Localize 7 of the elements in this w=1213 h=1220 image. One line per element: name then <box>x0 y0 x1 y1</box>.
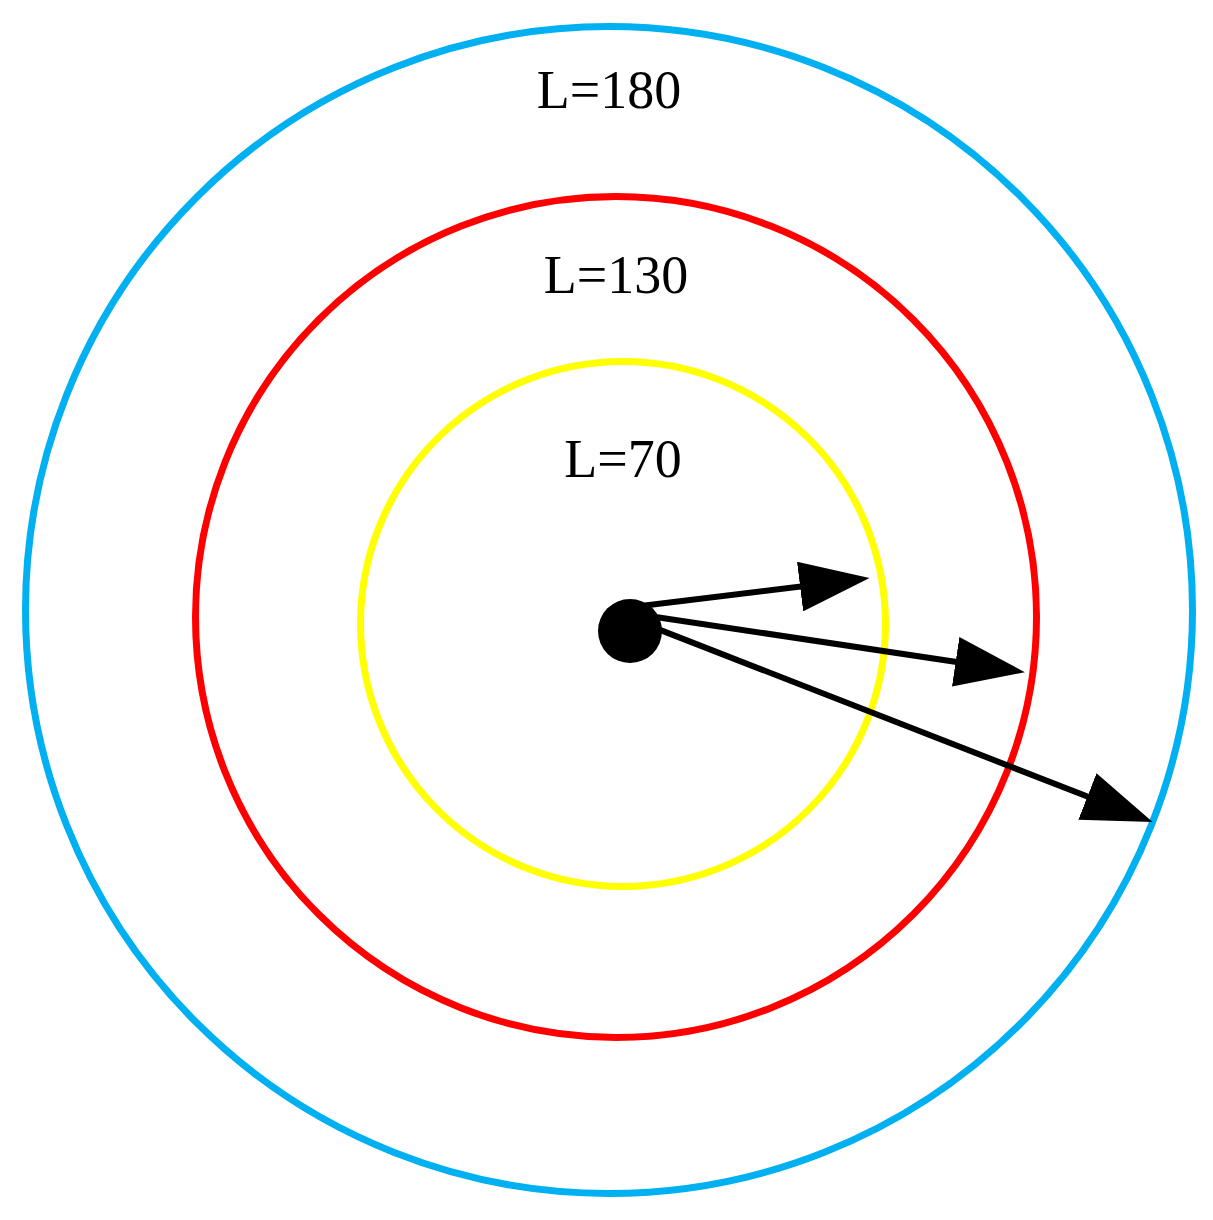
radius-label: L=70 <box>564 429 682 489</box>
radius-label: L=130 <box>543 245 689 305</box>
circle-outline <box>192 193 1040 1041</box>
circle-outline <box>22 23 1196 1197</box>
radius-label: L=180 <box>536 60 682 120</box>
circle-outline <box>357 358 889 890</box>
arrow <box>640 561 870 612</box>
